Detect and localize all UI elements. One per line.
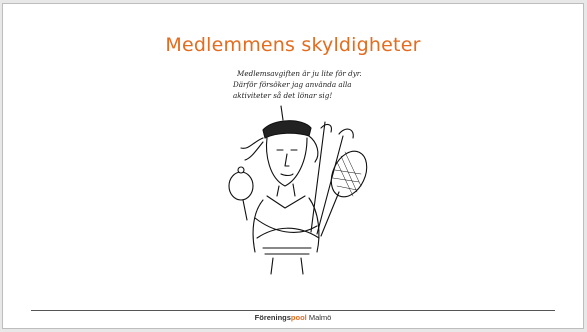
footer-org-part1: Förenings [254,313,291,322]
handwritten-line-2: Därför försöker jag använda alla [232,80,352,89]
footer: Föreningspool Malmö [3,313,583,322]
handwritten-line-1: Medlemsavgiften är ju lite för dyr. [236,69,362,78]
slide: Medlemmens skyldigheter Medlemsavgiften … [2,3,584,329]
slide-title: Medlemmens skyldigheter [165,34,421,56]
footer-org-part3: Malmö [306,313,332,322]
footer-divider [31,310,555,311]
sports-person-illustration: Medlemsavgiften är ju lite för dyr. Därf… [228,69,368,275]
handwritten-line-3: aktiviteter så det lönar sig! [233,91,332,100]
footer-org-part2: pool [290,313,307,322]
